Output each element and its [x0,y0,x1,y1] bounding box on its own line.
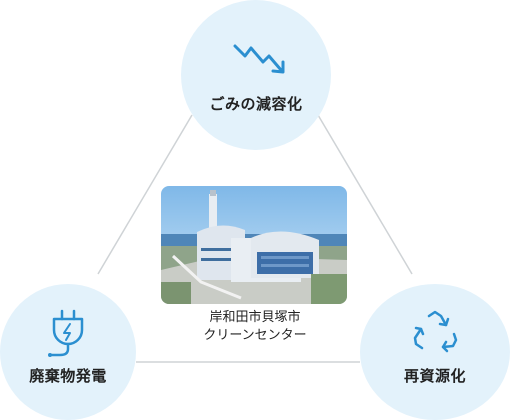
connector-top-left [97,114,193,275]
trend-down-arrow-icon [231,38,291,82]
center-caption: 岸和田市貝塚市 クリーンセンター [150,309,360,345]
node-waste-power-generation: 廃棄物発電 [0,284,136,420]
caption-line-1: 岸和田市貝塚市 [209,310,301,325]
connector-top-right [317,114,413,275]
node-label: 廃棄物発電 [29,367,107,385]
node-volume-reduction: ごみの減容化 [181,0,331,150]
power-plug-icon [44,308,92,358]
node-label: ごみの減容化 [209,95,303,113]
node-recycling: 再資源化 [360,284,510,420]
recycle-icon [410,308,460,358]
waste-plant-photo [161,186,347,304]
node-label: 再資源化 [403,367,466,385]
caption-line-2: クリーンセンター [203,328,307,343]
